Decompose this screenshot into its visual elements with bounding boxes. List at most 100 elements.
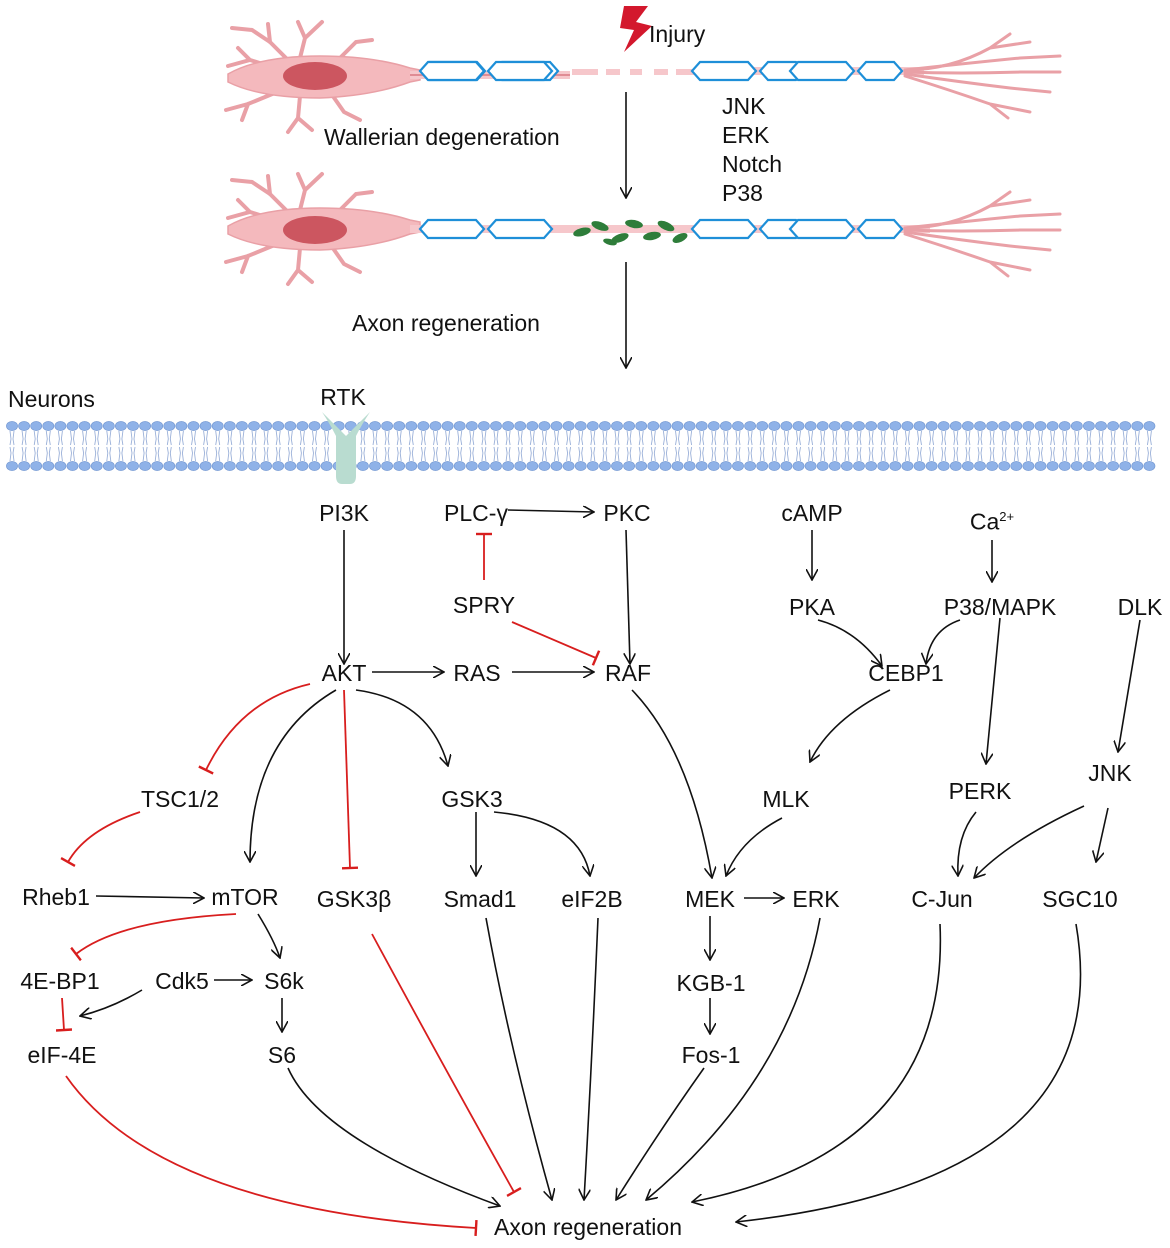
- lipid-head: [381, 461, 393, 471]
- edge-mtor-4ebp1: [70, 913, 237, 962]
- node-s6k: S6k: [264, 968, 304, 994]
- lipid-head: [163, 421, 176, 431]
- lipid-head: [1010, 421, 1023, 431]
- lipid-head: [962, 421, 974, 431]
- lipid-head: [223, 461, 236, 471]
- edge-cjun-axon: [692, 923, 942, 1202]
- lipid-head: [1143, 421, 1156, 431]
- edge-gsk3-eif2b: [493, 811, 590, 876]
- edge-akt-tsc: [198, 683, 311, 775]
- node-raf: RAF: [605, 660, 651, 686]
- lipid-head: [841, 421, 853, 431]
- lipid-head: [707, 421, 720, 431]
- lipid-head: [78, 461, 91, 471]
- inhibition-edges: [55, 532, 601, 1237]
- lipid-head: [356, 461, 369, 471]
- lipid-head: [865, 461, 877, 471]
- edge-jnk-sgc10: [1096, 807, 1109, 862]
- lipid-head: [211, 421, 224, 431]
- lipid-head: [683, 421, 696, 431]
- lipid-head: [562, 461, 575, 471]
- lipid-head: [816, 421, 829, 431]
- edge-plc-pkc: [507, 510, 594, 512]
- lipid-head: [502, 421, 514, 431]
- node-perk: PERK: [948, 778, 1012, 804]
- node-ca2plus: Ca2+: [969, 508, 1015, 535]
- lipid-head: [6, 461, 18, 471]
- edge-4ebp1-eif4e: [55, 997, 73, 1032]
- node-mtor: mTOR: [211, 884, 279, 910]
- lipid-head: [320, 461, 333, 471]
- lipid-head: [490, 461, 502, 471]
- signal-erk: ERK: [722, 122, 770, 148]
- lipid-head: [550, 421, 563, 431]
- lipid-head: [949, 421, 962, 431]
- lipid-head: [1070, 421, 1083, 431]
- lipid-head: [1022, 421, 1035, 431]
- lipid-head: [683, 461, 696, 471]
- lipid-head: [586, 421, 599, 431]
- neuron-injured: [224, 20, 1062, 134]
- lipid-head: [925, 421, 938, 431]
- lipid-head: [659, 421, 672, 431]
- lipid-head: [623, 461, 635, 471]
- lipid-head: [1095, 421, 1107, 431]
- node-eif2b: eIF2B: [561, 886, 623, 912]
- lipid-head: [780, 421, 793, 431]
- node-s6: S6: [267, 1042, 297, 1068]
- lipid-head: [102, 461, 115, 471]
- lipid-head: [1010, 461, 1023, 471]
- lipid-head: [732, 421, 744, 431]
- edge-eif2b-axon: [584, 917, 599, 1200]
- lipid-head: [877, 421, 890, 431]
- lipid-head: [611, 461, 623, 471]
- lipid-head: [477, 421, 490, 431]
- lipid-head: [405, 461, 418, 471]
- lipid-head: [1083, 421, 1095, 431]
- lipid-head: [90, 461, 103, 471]
- lipid-head: [756, 421, 769, 431]
- lipid-head: [465, 461, 478, 471]
- lipid-head: [417, 461, 430, 471]
- lipid-head: [127, 421, 139, 431]
- lipid-head: [538, 461, 551, 471]
- rtk-receptor-icon: [322, 412, 370, 484]
- lipid-head: [937, 461, 950, 471]
- lipid-head: [901, 421, 914, 431]
- lipid-head: [369, 421, 381, 431]
- node-mlk: MLK: [762, 786, 810, 812]
- lipid-head: [1022, 461, 1035, 471]
- node-pkc: PKC: [603, 500, 651, 526]
- edge-rheb1-mtor: [95, 896, 204, 898]
- lipid-head: [671, 421, 684, 431]
- signal-list: JNK ERK Notch P38: [722, 92, 782, 208]
- lipid-head: [308, 461, 321, 471]
- lipid-head: [1058, 421, 1071, 431]
- lipid-head: [804, 461, 817, 471]
- lipid-head: [223, 421, 236, 431]
- lipid-head: [465, 421, 478, 431]
- lipid-head: [949, 461, 962, 471]
- lipid-head: [369, 461, 381, 471]
- lipid-head: [139, 461, 151, 471]
- lipid-head: [248, 421, 260, 431]
- lipid-head: [1131, 421, 1144, 431]
- lipid-head: [151, 421, 164, 431]
- lipid-head: [6, 421, 18, 431]
- lipid-head: [1143, 461, 1156, 471]
- lipid-head: [1083, 461, 1095, 471]
- debris-icon: [573, 219, 688, 246]
- lipid-head: [720, 461, 732, 471]
- lipid-head: [18, 421, 30, 431]
- lipid-head: [599, 461, 611, 471]
- lipid-head: [901, 461, 914, 471]
- lipid-head: [526, 461, 539, 471]
- axon-regeneration-top-label: Axon regeneration: [352, 310, 540, 336]
- lipid-head: [974, 421, 986, 431]
- node-gsk3: GSK3: [441, 786, 503, 812]
- edge-akt-gsk3b: [341, 689, 359, 870]
- lipid-head: [429, 421, 442, 431]
- lipid-head: [54, 421, 67, 431]
- lipid-head: [1070, 461, 1083, 471]
- lipid-head: [574, 421, 587, 431]
